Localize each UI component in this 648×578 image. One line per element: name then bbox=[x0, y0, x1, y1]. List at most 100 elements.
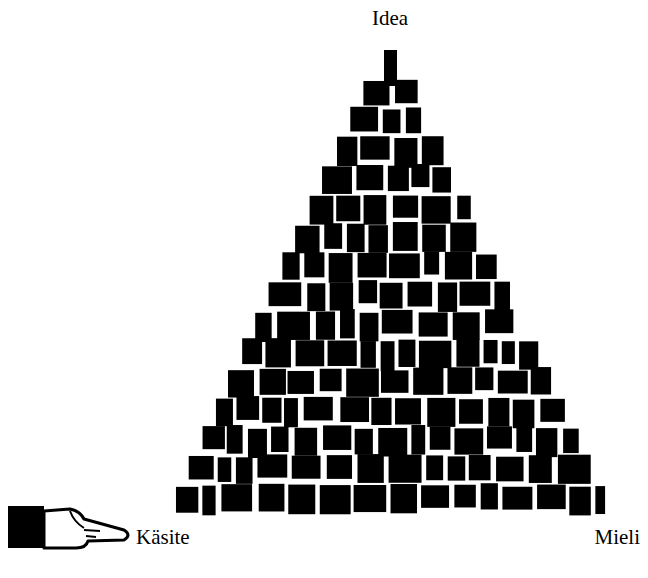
stone-block bbox=[388, 166, 409, 191]
stone-block bbox=[438, 282, 457, 311]
stone-block bbox=[422, 136, 444, 165]
stone-block bbox=[395, 80, 418, 103]
stone-block bbox=[453, 312, 480, 340]
stone-block bbox=[316, 312, 335, 340]
stone-block bbox=[494, 282, 510, 312]
stone-block bbox=[257, 454, 287, 477]
stone-block bbox=[395, 398, 421, 424]
stone-block bbox=[361, 341, 376, 368]
stone-block bbox=[513, 400, 535, 429]
stone-block bbox=[221, 484, 252, 511]
stone-block bbox=[248, 429, 267, 458]
stone-block bbox=[355, 429, 373, 455]
stone-block bbox=[340, 397, 369, 422]
stone-block bbox=[360, 313, 379, 342]
stone-block bbox=[531, 367, 551, 394]
stone-block bbox=[454, 485, 475, 508]
stone-block bbox=[498, 371, 528, 394]
stone-block bbox=[323, 425, 351, 450]
stone-block bbox=[411, 425, 425, 455]
stone-block bbox=[259, 484, 285, 512]
stone-block bbox=[340, 309, 355, 338]
stone-block bbox=[475, 367, 493, 390]
stone-block bbox=[320, 485, 351, 514]
stone-block bbox=[329, 253, 353, 283]
stone-block bbox=[364, 195, 387, 225]
stone-block bbox=[236, 457, 253, 484]
stone-block bbox=[406, 107, 421, 133]
stone-block bbox=[307, 283, 325, 311]
stone-block bbox=[324, 223, 342, 249]
corner-label: Idea bbox=[370, 6, 410, 30]
stone-block bbox=[487, 426, 512, 448]
pointing-hand bbox=[8, 506, 128, 548]
stone-block bbox=[460, 282, 491, 306]
stone-block bbox=[358, 253, 387, 278]
stone-block bbox=[336, 196, 360, 222]
stone-block bbox=[347, 224, 365, 252]
stone-block bbox=[242, 338, 262, 364]
stone-block bbox=[227, 425, 243, 454]
stone-block bbox=[448, 456, 466, 480]
stone-block bbox=[426, 455, 443, 480]
stone-block bbox=[277, 312, 310, 340]
stone-block bbox=[391, 484, 417, 513]
stone-block bbox=[536, 428, 557, 457]
stone-block bbox=[218, 457, 232, 482]
stone-block bbox=[569, 487, 590, 516]
stone-block bbox=[502, 341, 515, 364]
stone-block bbox=[262, 398, 281, 423]
stone-block bbox=[269, 282, 302, 306]
stone-block bbox=[356, 165, 383, 190]
stone-block bbox=[383, 109, 401, 133]
stone-block bbox=[354, 485, 387, 512]
stone-block bbox=[295, 226, 319, 254]
stone-block bbox=[447, 367, 472, 394]
stone-block bbox=[485, 309, 513, 333]
stone-block bbox=[282, 252, 299, 279]
stone-block bbox=[496, 457, 523, 482]
stone-block bbox=[408, 282, 433, 307]
stone-block bbox=[537, 485, 566, 510]
stone-block bbox=[322, 166, 352, 194]
stone-block bbox=[419, 312, 448, 336]
block-pyramid bbox=[176, 50, 605, 515]
stone-block bbox=[363, 81, 389, 105]
stone-block bbox=[236, 396, 259, 420]
stone-block bbox=[481, 483, 498, 509]
stone-block bbox=[456, 339, 479, 367]
stone-block bbox=[304, 252, 324, 277]
stone-block bbox=[189, 456, 214, 479]
stone-block bbox=[454, 428, 483, 454]
stone-block bbox=[368, 225, 387, 253]
stone-block bbox=[422, 225, 446, 252]
stone-block bbox=[381, 370, 408, 392]
stone-block bbox=[476, 255, 497, 280]
stone-block bbox=[304, 397, 333, 421]
stone-block bbox=[296, 340, 325, 366]
stone-block bbox=[288, 371, 314, 394]
stone-block bbox=[502, 487, 532, 510]
stone-block bbox=[265, 338, 291, 367]
stone-block bbox=[445, 252, 472, 280]
stone-block bbox=[382, 310, 413, 334]
stone-block bbox=[202, 486, 215, 516]
stone-block bbox=[378, 428, 407, 457]
stone-block bbox=[271, 427, 288, 452]
stone-block bbox=[540, 399, 565, 422]
stone-block bbox=[320, 369, 342, 391]
stone-block bbox=[484, 340, 498, 363]
stone-block bbox=[381, 341, 395, 371]
stone-block bbox=[516, 427, 532, 452]
stone-block bbox=[359, 280, 377, 303]
stone-block bbox=[413, 368, 443, 395]
stone-block bbox=[389, 455, 422, 483]
stone-block bbox=[327, 455, 352, 479]
stone-block bbox=[421, 485, 449, 508]
stone-block bbox=[529, 455, 552, 483]
stone-block bbox=[288, 485, 315, 515]
stone-block bbox=[228, 370, 254, 397]
corner-label: Mieli bbox=[593, 525, 643, 549]
stone-block bbox=[558, 455, 591, 484]
